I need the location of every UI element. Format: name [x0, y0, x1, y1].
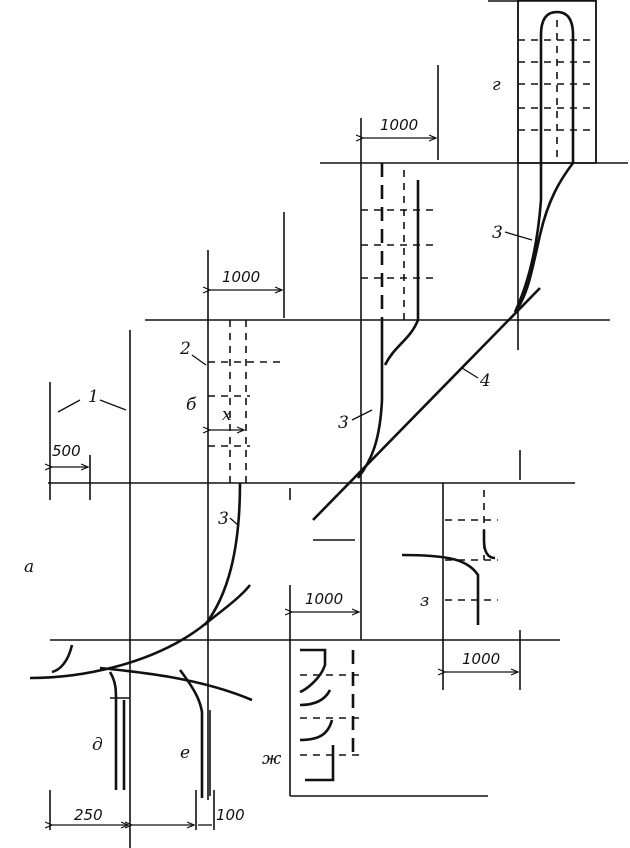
leader-4	[461, 367, 479, 379]
block-e-curve	[178, 669, 204, 798]
label-z: з	[420, 591, 429, 611]
label-2: 2	[179, 339, 191, 359]
leader-3a	[504, 231, 533, 241]
label-x: x	[222, 405, 232, 425]
label-d: д	[92, 735, 103, 755]
curve-3-mid-b	[383, 319, 420, 366]
label-3-low: 3	[218, 509, 229, 529]
block-g-outline	[517, 0, 597, 164]
line-4	[312, 287, 541, 521]
label-4: 4	[479, 371, 491, 391]
dim-text-250: 250	[74, 806, 103, 824]
label-b: б	[186, 395, 197, 415]
label-a: а	[24, 557, 34, 577]
block-z-curve-b	[482, 530, 496, 560]
block-g-loop	[539, 10, 575, 163]
label-3-top: 3	[492, 223, 503, 243]
dim-text-500: 500	[52, 442, 81, 460]
dim-text-1000-mid: 1000	[222, 268, 260, 286]
block-zh-curve2	[299, 689, 332, 707]
block-zh-curve4	[305, 745, 335, 782]
dim-text-1000-z: 1000	[462, 650, 500, 668]
curve-3-top	[513, 162, 575, 313]
curve-3-mid	[356, 320, 384, 479]
curve-small-corner	[51, 644, 74, 674]
dim-text-1000-zh: 1000	[305, 590, 343, 608]
block-d-left	[108, 671, 118, 790]
block-z-curve	[401, 553, 480, 625]
label-1: 1	[88, 387, 99, 407]
curve-3-top-b	[513, 163, 543, 313]
dim-text-1000-top: 1000	[380, 116, 418, 134]
leader-1a	[57, 399, 81, 413]
curve-sweep	[29, 584, 252, 680]
leader-3b	[351, 409, 373, 421]
curve-sweep-lower	[99, 666, 253, 702]
leader-3c	[229, 517, 239, 526]
label-g: г	[492, 75, 501, 95]
label-3-mid: 3	[338, 413, 349, 433]
leader-1b	[99, 399, 127, 411]
leader-2	[191, 354, 207, 366]
label-e: е	[180, 743, 190, 763]
dim-text-100: 100	[216, 806, 245, 824]
block-zh-curve3	[299, 719, 334, 742]
curve-3-lower	[203, 482, 242, 626]
block-zh-curve1	[299, 648, 327, 694]
label-zh: ж	[262, 749, 282, 769]
